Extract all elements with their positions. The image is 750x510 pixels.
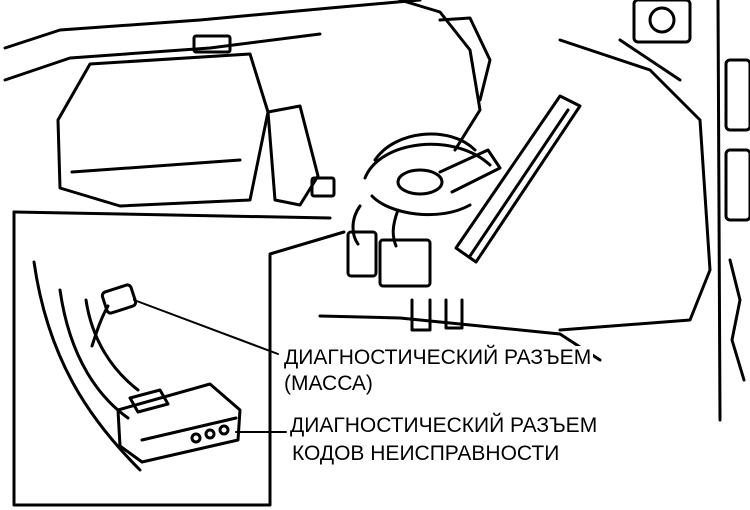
right-dash-inner	[618, 38, 682, 82]
inset-frame-top	[12, 210, 332, 220]
ignition-lock	[396, 168, 444, 196]
ground-connector-leader	[133, 299, 279, 355]
inset-harness-1	[32, 260, 142, 472]
under-dash-bracket	[410, 298, 464, 332]
speaker-cone	[648, 6, 676, 34]
glove-box-vent	[192, 34, 232, 54]
door-seal	[728, 258, 746, 382]
ground-connector-label-line2: (МАССА)	[282, 372, 375, 396]
ground-connector-wire	[90, 304, 110, 348]
connector-pin-3	[218, 424, 230, 436]
ground-connector	[100, 283, 138, 315]
under-dash-wiring	[351, 204, 400, 248]
dash-top-edge-lower	[3, 32, 322, 82]
column-stalk	[438, 148, 502, 194]
steering-wheel-arc-1	[373, 132, 477, 162]
door-panel-lower	[724, 148, 750, 222]
ground-connector-label-line1: ДИАГНОСТИЧЕСКИЙ РАЗЪЕМ	[282, 346, 594, 370]
top-right-speaker	[632, 0, 692, 44]
steering-column	[398, 0, 482, 152]
door-edge	[716, 0, 722, 422]
fault-code-connector-face	[140, 416, 238, 442]
fault-code-connector	[116, 382, 242, 464]
glove-box-lid-line	[70, 158, 242, 174]
connector-pin-2	[204, 428, 216, 440]
steering-column-inner	[438, 16, 492, 102]
fault-code-connector-label-line1: ДИАГНОСТИЧЕСКИЙ РАЗЪЕМ	[288, 414, 600, 438]
console-small-box	[310, 176, 336, 198]
inset-harness-2	[58, 288, 130, 420]
inset-harness-3	[84, 298, 140, 392]
right-dash-curve	[558, 38, 712, 332]
connector-latch	[128, 388, 170, 414]
steering-wheel-arc-3	[370, 194, 472, 217]
glove-box-panel	[56, 52, 270, 208]
dash-top-edge	[3, 0, 422, 50]
right-pillar-edge	[468, 108, 570, 258]
inset-frame	[12, 210, 346, 507]
door-panel-upper	[724, 58, 750, 132]
under-dash-connector-b	[378, 238, 432, 288]
console-block	[266, 104, 320, 207]
fault-code-connector-label-line2: КОДОВ НЕИСПРАВНОСТИ	[290, 442, 562, 466]
connector-pin-1	[190, 432, 202, 444]
under-dash-connector-a	[346, 230, 378, 278]
